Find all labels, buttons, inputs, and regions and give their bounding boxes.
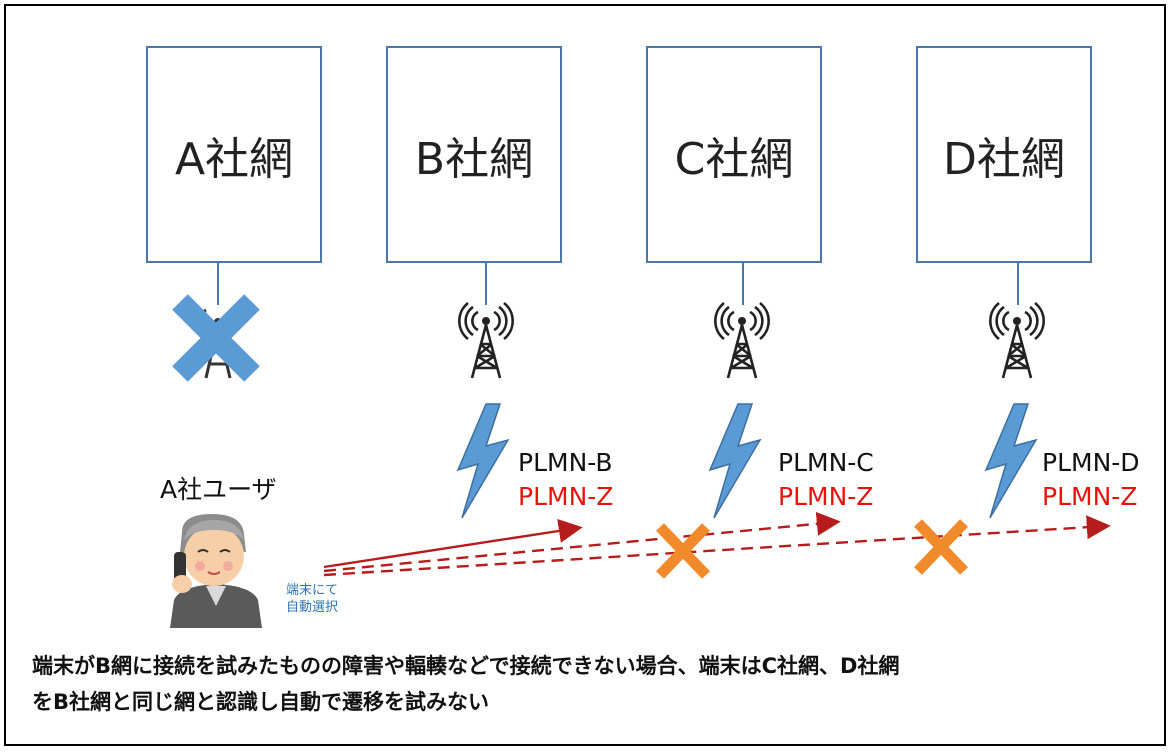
auto-select-note-line2: 自動選択 <box>286 600 339 615</box>
diagram-caption: 端末がB網に接続を試みたものの障害や輻輳などで接続できない場合、端末はC社網、D… <box>32 648 1152 720</box>
network-a-label: A社網 <box>174 133 294 185</box>
caption-line2: をB社網と同じ網と認識し自動で遷移を試みない <box>32 690 490 714</box>
plmn-label-c: PLMN-C PLMN-Z <box>778 446 874 514</box>
network-box-b: B社網 <box>386 46 562 263</box>
caption-line1: 端末がB網に接続を試みたものの障害や輻輳などで接続できない場合、端末はC社網、D… <box>32 654 900 678</box>
user-label: A社ユーザ <box>160 475 277 504</box>
network-box-d: D社網 <box>916 46 1092 263</box>
plmn-label-b: PLMN-B PLMN-Z <box>518 446 613 514</box>
lightning-bolt-icon <box>708 403 762 519</box>
network-box-c: C社網 <box>646 46 822 263</box>
antenna-tower-icon <box>714 301 770 379</box>
network-b-link <box>485 263 487 305</box>
network-c-label: C社網 <box>674 133 794 185</box>
network-b-label: B社網 <box>414 133 534 185</box>
plmn-label-d: PLMN-D PLMN-Z <box>1042 446 1140 514</box>
antenna-tower-icon <box>197 308 239 379</box>
phone-user-icon <box>170 514 262 628</box>
plmn-d-primary: PLMN-D <box>1042 448 1140 477</box>
antenna-tower-icon <box>458 301 514 379</box>
plmn-b-primary: PLMN-B <box>518 448 613 477</box>
network-d-link <box>1017 263 1019 305</box>
antenna-tower-icon <box>989 301 1045 379</box>
plmn-c-shared: PLMN-Z <box>778 482 874 511</box>
lightning-bolt-icon <box>456 403 510 519</box>
auto-select-note-line1: 端末にて <box>286 583 339 598</box>
network-d-label: D社網 <box>943 133 1065 185</box>
auto-select-note: 端末にて 自動選択 <box>286 582 338 616</box>
lightning-bolt-icon <box>984 403 1038 519</box>
plmn-d-shared: PLMN-Z <box>1042 482 1138 511</box>
network-a-link <box>217 263 219 305</box>
network-c-link <box>742 263 744 305</box>
plmn-c-primary: PLMN-C <box>778 448 874 477</box>
diagram-frame <box>4 4 1166 746</box>
plmn-b-shared: PLMN-Z <box>518 482 614 511</box>
network-box-a: A社網 <box>146 46 322 263</box>
